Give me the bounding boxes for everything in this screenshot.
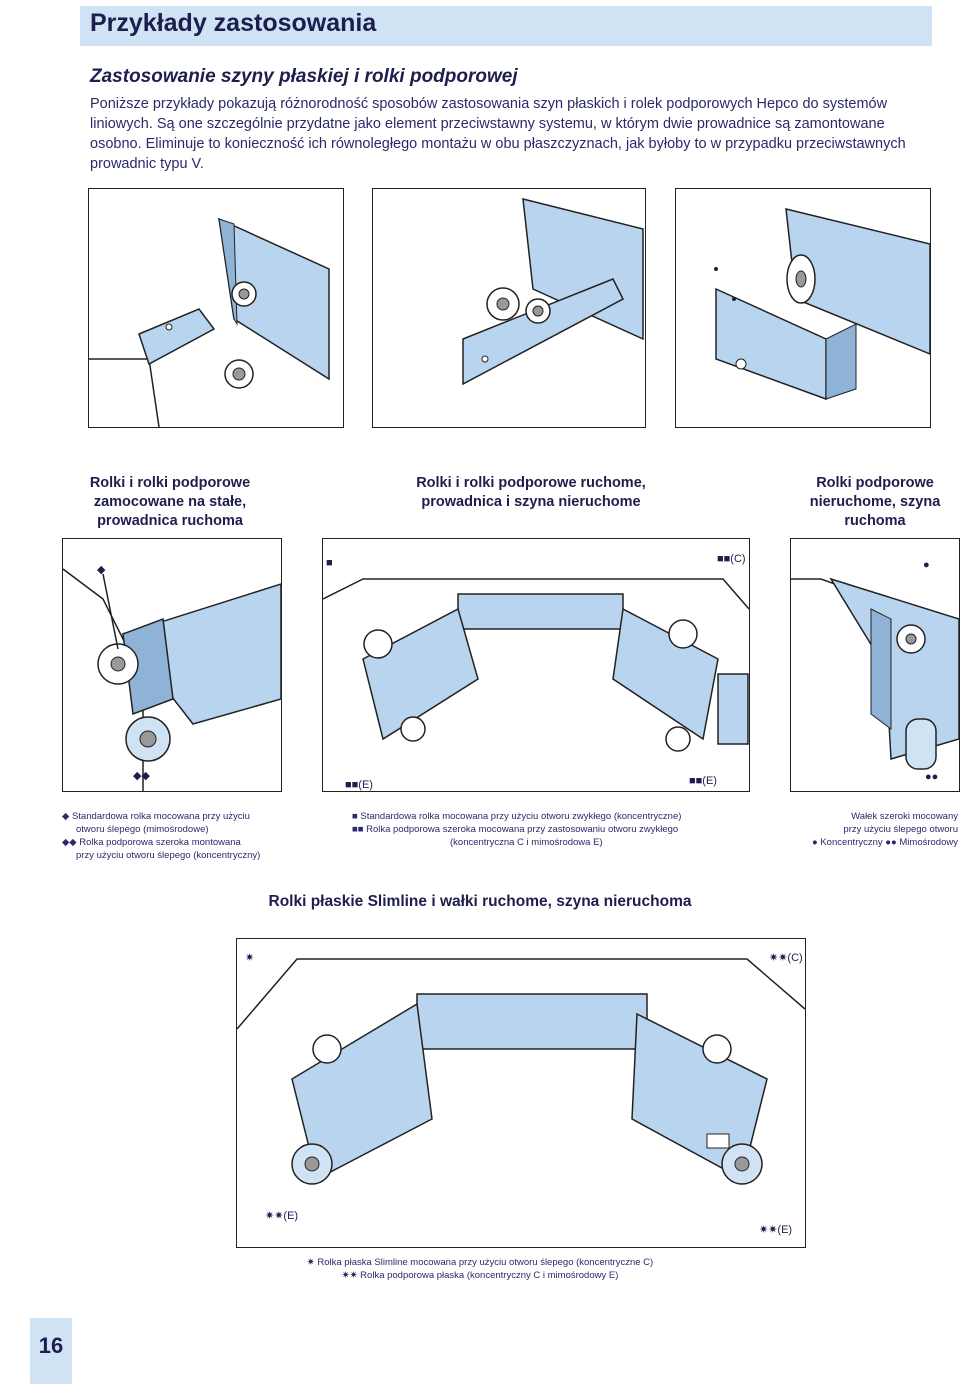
symbol-double-square-c: ■■(C) (717, 553, 746, 565)
figure-fixed-support-rollers (675, 188, 931, 428)
figure-wide-shaft: ● ●● (790, 538, 960, 792)
symbol-square: ■ (326, 557, 333, 569)
symbol-dot: ● (923, 559, 930, 571)
caption-moving-rollers: Rolki i rolki podporowe ruchome,prowadni… (416, 475, 646, 510)
moving-rollers-drawing (462, 198, 644, 386)
fixed-rollers-drawing (89, 217, 330, 427)
legend-through-hole: ■ Standardowa rolka mocowana przy użyciu… (352, 811, 682, 848)
figure-carriage-rollers: ■ ■■(C) ■■(E) ■■(E) (322, 538, 750, 792)
symbol-double-star-e-right: ✷✷(E) (759, 1224, 793, 1236)
page-number: 16 (38, 1333, 64, 1358)
section-title: Zastosowanie szyny płaskiej i rolki podp… (90, 66, 518, 87)
legend-wide-shaft: Wałek szeroki mocowany przy użyciu ślepe… (811, 811, 958, 848)
intro-paragraph: Poniższe przykłady pokazują różnorodność… (90, 96, 906, 172)
legend-slimline: ✷ Rolka płaska Slimline mocowana przy uż… (306, 1257, 654, 1281)
page-number-box (30, 1318, 72, 1384)
slimline-drawing (237, 958, 805, 1185)
legend-blind-hole: ◆ Standardowa rolka mocowana przy użyciu… (62, 811, 261, 861)
blind-hole-roller-drawing (63, 568, 281, 791)
fixed-support-rollers-drawing (714, 208, 930, 401)
wide-shaft-drawing (791, 577, 959, 770)
figure-blind-hole-roller: ◆ ◆◆ (62, 538, 282, 792)
symbol-double-diamond: ◆◆ (133, 770, 150, 782)
symbol-star: ✷ (245, 952, 255, 964)
page-title: Przykłady zastosowania (90, 9, 377, 37)
symbol-diamond: ◆ (97, 564, 106, 576)
symbol-double-square-e-left: ■■(E) (345, 779, 373, 791)
figure-fixed-rollers (88, 188, 344, 428)
symbol-double-star-e-left: ✷✷(E) (265, 1210, 299, 1222)
carriage-rollers-drawing (323, 578, 749, 752)
figure-slimline: ✷ ✷✷(C) ✷✷(E) ✷✷(E) (236, 938, 806, 1248)
slimline-title: Rolki płaskie Slimline i wałki ruchome, … (268, 893, 692, 910)
symbol-double-star-c: ✷✷(C) (769, 952, 803, 964)
symbol-double-square-e-right: ■■(E) (689, 775, 717, 787)
figure-moving-rollers (372, 188, 646, 428)
symbol-double-dot: ●● (925, 771, 939, 783)
header-bar (80, 6, 932, 46)
